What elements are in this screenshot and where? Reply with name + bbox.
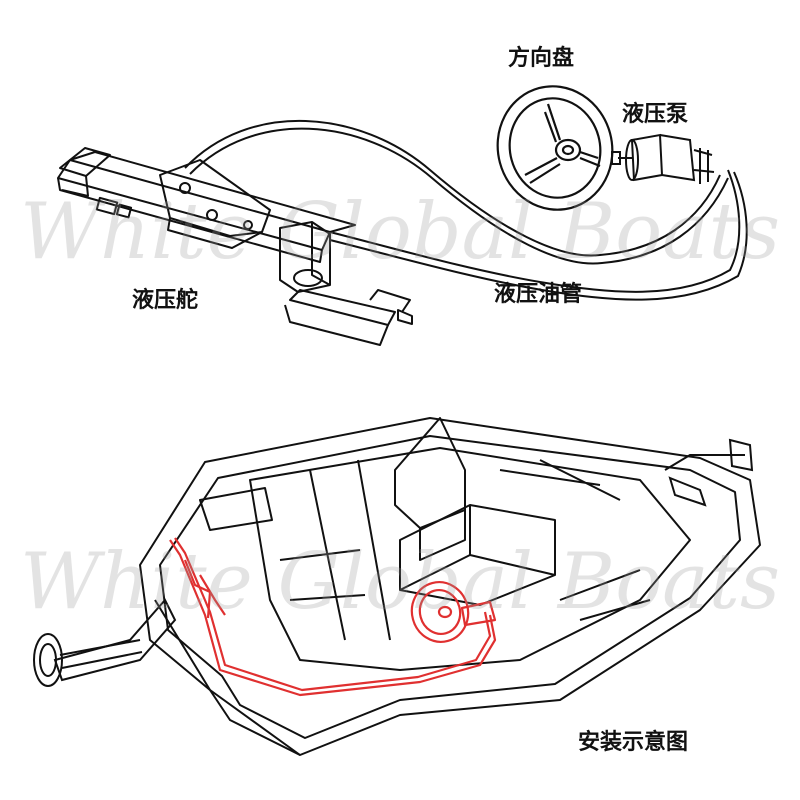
label-hydraulic-pump: 液压泵	[622, 102, 689, 127]
installed-hose-route	[169, 537, 497, 697]
boat-hull-illustration	[139, 417, 761, 756]
hydraulic-helm-cylinder	[57, 147, 413, 346]
label-installation-diagram: 安装示意图	[578, 730, 689, 755]
watermark-top: White Global Boats	[20, 187, 780, 277]
label-hydraulic-helm: 液压舵	[132, 288, 199, 313]
label-steering-wheel: 方向盘	[508, 46, 575, 71]
outboard-motor-illustration	[33, 598, 177, 687]
steering-wheel-illustration	[496, 85, 614, 211]
hydraulic-pump-illustration	[611, 133, 715, 184]
hydraulic-hose-lines	[184, 120, 748, 301]
bow-rudder-illustration	[664, 438, 754, 507]
label-hydraulic-hose: 液压油管	[494, 282, 583, 307]
watermark-bottom: White Global Boats	[20, 537, 780, 627]
